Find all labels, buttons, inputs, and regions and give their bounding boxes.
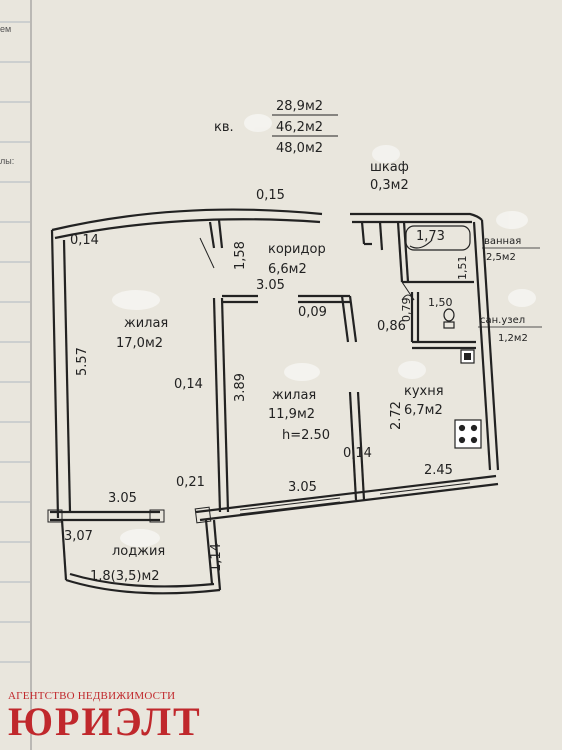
logo-brand: ЮРИЭЛТ xyxy=(8,699,202,744)
dim-room2-width-top: 3.05 xyxy=(256,278,285,293)
room-closet-area: 0,3м2 xyxy=(370,178,409,193)
room-bath-area: 2,5м2 xyxy=(486,252,516,263)
room-corridor-area: 6,6м2 xyxy=(268,262,307,277)
dim-loggia-114: 1,14 xyxy=(209,543,224,572)
toilet-fixture xyxy=(443,308,455,329)
redaction-blurs xyxy=(112,114,536,547)
dim-wall-009: 0,09 xyxy=(298,305,327,320)
margin-fragment-top: ем xyxy=(0,24,12,34)
room-bath-name: ванная xyxy=(484,236,521,247)
room-wc-area: 1,2м2 xyxy=(498,333,528,344)
dim-left-top: 0,14 xyxy=(70,233,99,248)
dim-bath-151: 1,51 xyxy=(456,256,469,281)
room-living2-height: h=2.50 xyxy=(282,428,330,443)
apartment-area-full: 48,0м2 xyxy=(276,141,323,156)
room-living2-area: 11,9м2 xyxy=(268,407,315,422)
door-swings xyxy=(199,237,415,301)
dim-left-height: 5.57 xyxy=(75,347,90,376)
dim-wall-014-right: 0,14 xyxy=(343,446,372,461)
dim-bottom-305-left: 3.05 xyxy=(108,491,137,506)
bathtub xyxy=(405,225,471,251)
room-loggia-area: 1,8(3,5)м2 xyxy=(90,569,160,584)
room-corridor-name: коридор xyxy=(268,242,326,257)
dim-bath-173: 1,73 xyxy=(416,229,445,244)
dim-loggia-307: 3,07 xyxy=(64,529,93,544)
margin-fragment-side: лы: xyxy=(0,156,15,166)
dim-wc-079: 0,79 xyxy=(400,298,413,323)
dim-kitchen-245: 2.45 xyxy=(424,463,453,478)
dim-wall-086: 0,86 xyxy=(377,319,406,334)
dim-room2-height: 3.89 xyxy=(233,373,248,402)
windows xyxy=(47,482,471,524)
stove-fixture xyxy=(454,419,482,449)
dim-wc-150: 1,50 xyxy=(428,296,453,309)
dim-bottom-305-mid: 3.05 xyxy=(288,480,317,495)
room-kitchen-area: 6,7м2 xyxy=(404,403,443,418)
agency-logo: АГЕНТСТВО НЕДВИЖИМОСТИ ЮРИЭЛТ xyxy=(8,690,223,742)
room-living1-area: 17,0м2 xyxy=(116,336,163,351)
dim-wall-014-mid: 0,14 xyxy=(174,377,203,392)
room-living1-name: жилая xyxy=(124,316,168,331)
dim-top-wall: 0,15 xyxy=(256,188,285,203)
room-loggia-name: лоджия xyxy=(112,544,165,559)
logo-subtitle: АГЕНТСТВО НЕДВИЖИМОСТИ xyxy=(8,690,176,702)
dim-corridor-door: 1,58 xyxy=(233,241,248,270)
apartment-area-living: 28,9м2 xyxy=(276,99,323,114)
ruled-margin-lines xyxy=(0,21,30,663)
dim-bottom-021: 0,21 xyxy=(176,475,205,490)
apartment-area-total: 46,2м2 xyxy=(276,120,323,135)
dim-kitchen-272: 2.72 xyxy=(389,401,404,430)
walls xyxy=(50,208,500,595)
room-wc-name: сан.узел xyxy=(480,315,525,326)
room-living2-name: жилая xyxy=(272,388,316,403)
apartment-prefix: кв. xyxy=(214,120,234,135)
room-kitchen-name: кухня xyxy=(404,384,444,399)
room-closet-name: шкаф xyxy=(370,160,409,175)
